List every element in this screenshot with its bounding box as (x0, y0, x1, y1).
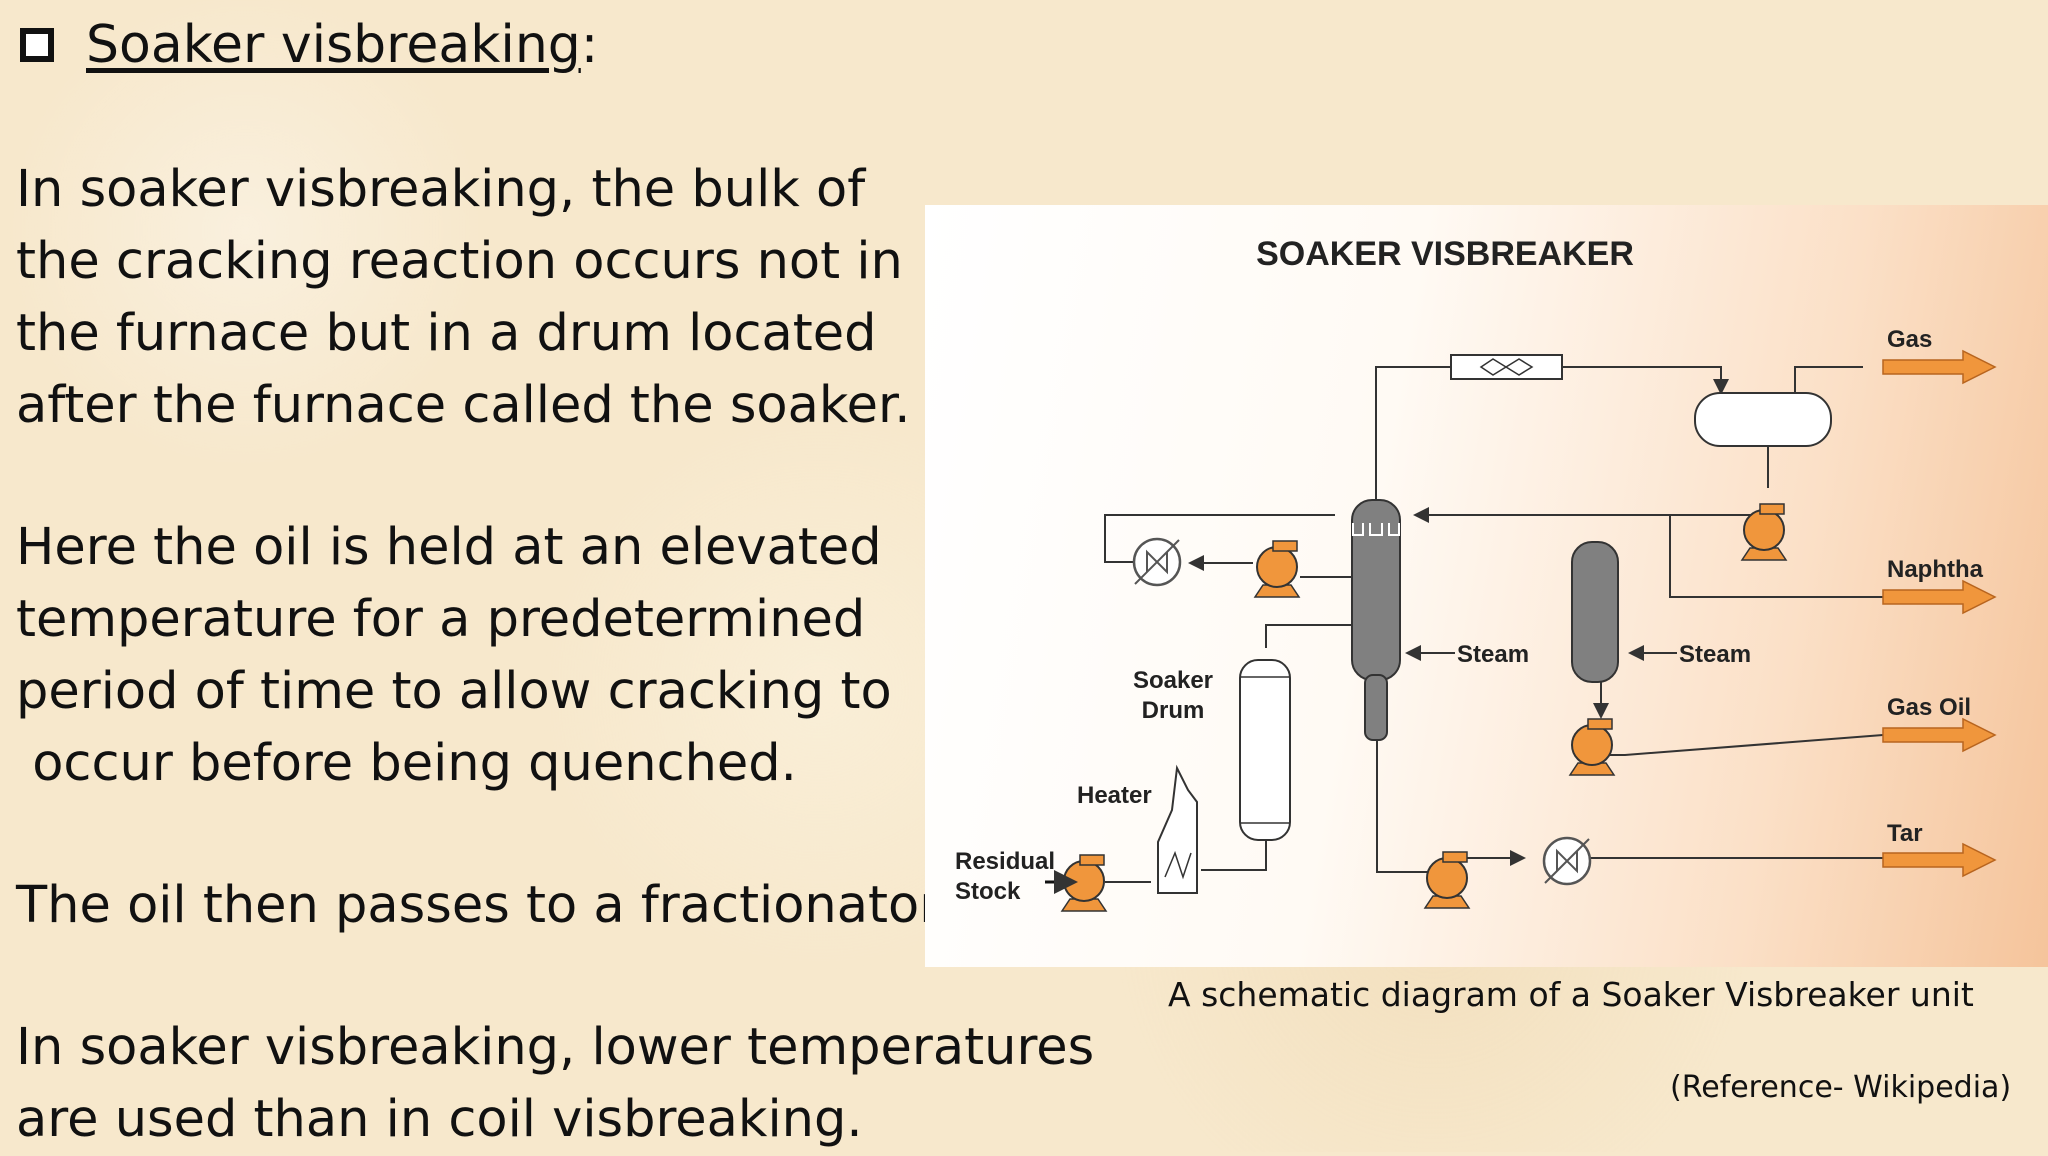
slide-heading: Soaker visbreaking: (20, 14, 598, 76)
label-gas: Gas (1887, 326, 1932, 353)
paragraph-lower-temperatures: In soaker visbreaking, lower temperature… (16, 1018, 1095, 1149)
label-stock: Stock (955, 878, 1021, 905)
label-gas-oil: Gas Oil (1887, 694, 1971, 721)
checkbox-bullet-icon (20, 28, 54, 62)
label-soaker: Soaker (1133, 667, 1213, 694)
figure-reference: (Reference- Wikipedia) (1670, 1070, 2012, 1105)
heat-exchanger-icon (1132, 537, 1182, 587)
reflux-drum (1694, 392, 1832, 447)
heading-colon: : (580, 15, 599, 75)
paragraph-soaker-definition: In soaker visbreaking, the bulk of the c… (16, 160, 911, 435)
label-steam-stripper: Steam (1679, 641, 1751, 668)
heat-exchanger-icon (1542, 836, 1592, 886)
figure-caption: A schematic diagram of a Soaker Visbreak… (1168, 975, 1974, 1014)
tar-arrow-icon (1882, 843, 1996, 877)
heater (1157, 764, 1198, 894)
label-steam-fractionator: Steam (1457, 641, 1529, 668)
pump-icon (1424, 851, 1470, 909)
pump-icon (1569, 718, 1615, 776)
label-heater: Heater (1077, 782, 1152, 809)
piping (1104, 366, 1884, 883)
label-naphtha: Naphtha (1887, 556, 1984, 583)
heading-title: Soaker visbreaking (86, 15, 581, 75)
naphtha-arrow-icon (1882, 580, 1996, 614)
stripper-column (1571, 541, 1619, 683)
gas-arrow-icon (1882, 350, 1996, 384)
pump-icon (1741, 503, 1787, 561)
diagram-title: SOAKER VISBREAKER (1256, 235, 1634, 273)
gas-oil-arrow-icon (1882, 718, 1996, 752)
paragraph-fractionator: The oil then passes to a fractionator. (16, 876, 952, 935)
soaker-drum (1239, 659, 1291, 841)
pump-icon (1254, 540, 1300, 598)
soaker-visbreaker-diagram: SOAKER VISBREAKER (925, 205, 2048, 967)
fractionator-column (1351, 499, 1401, 741)
label-tar: Tar (1887, 820, 1923, 847)
paragraph-holding-temperature: Here the oil is held at an elevated temp… (16, 518, 892, 793)
label-residual: Residual (955, 848, 1055, 875)
label-drum: Drum (1142, 697, 1205, 724)
